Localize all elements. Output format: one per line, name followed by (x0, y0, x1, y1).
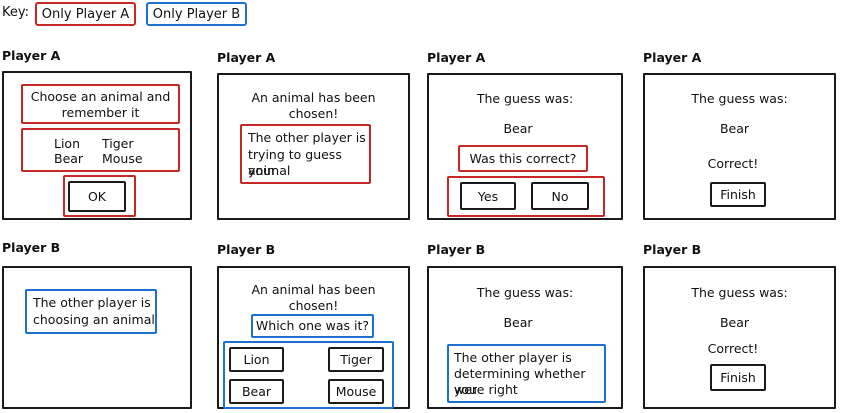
panel-a1-instruction-line1: Choose an animal and (30, 89, 171, 104)
panel-a1-ok-highlight (63, 175, 136, 217)
panel-a3-question-highlight (458, 145, 588, 172)
yes-button[interactable]: Yes (460, 182, 516, 210)
key-player-a-only: Only Player A (35, 2, 136, 26)
panel-b3-guess-value: Bear (503, 315, 533, 330)
panel-a3-guess-label: The guess was: (476, 91, 574, 106)
panel-b3-info-line3: were right (454, 382, 518, 397)
key-player-b-only: Only Player B (146, 2, 247, 26)
panel-a2-message-line2: chosen! (288, 106, 339, 121)
option-bear-button[interactable]: Bear (229, 379, 284, 404)
panel-a2-info-line3: animal (248, 163, 291, 178)
panel-b4-guess-value: Bear (719, 315, 750, 330)
panel-a4-guess-label: The guess was: (691, 91, 788, 106)
panel-b3-info-line1: The other player is (454, 350, 572, 365)
panel-b2-title: Player B (217, 242, 276, 257)
panel-a3-guess-value: Bear (503, 121, 533, 136)
animal-lion[interactable]: Lion (54, 136, 81, 151)
finish-button-a[interactable]: Finish (710, 182, 766, 207)
panel-b4-result-text: Correct! (707, 341, 759, 356)
panel-a1-instruction-highlight (21, 84, 180, 124)
panel-b3-info-line2: determining whether you (454, 366, 586, 397)
panel-a2-animal-chosen (217, 73, 410, 220)
ok-button[interactable]: OK (68, 181, 126, 212)
panel-b1-info-highlight (25, 289, 157, 334)
panel-b4-title: Player B (643, 242, 702, 257)
animal-tiger[interactable]: Tiger (102, 136, 134, 151)
panel-b1-title: Player B (2, 240, 61, 255)
panel-a4-guess-value: Bear (719, 121, 750, 136)
panel-b3-awaiting-verdict (427, 266, 623, 409)
panel-a2-info-highlight (240, 124, 371, 184)
panel-a2-message-line1: An animal has been (251, 90, 376, 105)
panel-b2-message-line1: An animal has been (251, 282, 376, 297)
finish-button-b[interactable]: Finish (710, 364, 766, 391)
panel-b1-waiting (2, 266, 192, 409)
panel-b4-guess-label: The guess was: (691, 285, 788, 300)
panel-b2-question-highlight (251, 314, 374, 338)
option-tiger-button[interactable]: Tiger (328, 347, 384, 372)
panel-a1-title: Player A (2, 48, 61, 63)
panel-b3-title: Player B (427, 242, 486, 257)
panel-a1-animals-highlight (21, 128, 180, 172)
panel-a3-question: Was this correct? (469, 151, 577, 166)
panel-b1-info-line2: choosing an animal (33, 312, 155, 327)
option-mouse-button[interactable]: Mouse (328, 379, 384, 404)
panel-b2-options-highlight (223, 341, 394, 409)
key-label: Key: (2, 5, 30, 20)
panel-a1-animal-list: Lion Tiger Bear Mouse (54, 136, 158, 166)
animal-bear[interactable]: Bear (54, 151, 84, 166)
panel-a2-info-line1: The other player is (248, 130, 366, 145)
panel-a4-result-text: Correct! (707, 156, 759, 171)
panel-a3-buttons-highlight (447, 176, 605, 217)
panel-a2-title: Player A (217, 50, 276, 65)
panel-b3-guess-label: The guess was: (476, 285, 574, 300)
panel-a4-title: Player A (643, 50, 702, 65)
panel-a3-title: Player A (427, 50, 486, 65)
panel-a2-info-line2: trying to guess your (248, 147, 342, 178)
panel-b2-message-line2: chosen! (288, 298, 339, 313)
panel-b3-info-highlight (447, 344, 606, 403)
option-lion-button[interactable]: Lion (229, 347, 284, 372)
no-button[interactable]: No (531, 182, 589, 210)
animal-mouse[interactable]: Mouse (102, 151, 143, 166)
panel-b1-info-line1: The other player is (33, 295, 151, 310)
panel-a1-instruction-line2: remember it (61, 105, 140, 120)
panel-b2-question: Which one was it? (255, 318, 370, 333)
